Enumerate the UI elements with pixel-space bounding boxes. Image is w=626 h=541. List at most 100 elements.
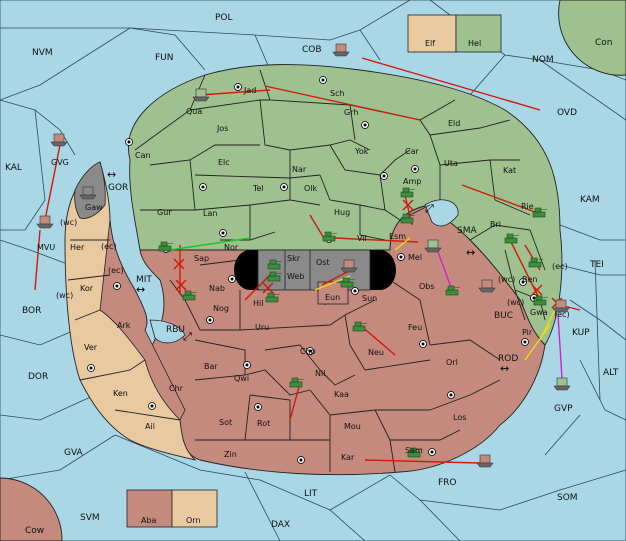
province-label: Neu — [368, 348, 384, 357]
legend-bottom: Aba Orn — [126, 489, 218, 528]
coast-label: (ec) — [108, 266, 124, 275]
province-label: Sch — [330, 89, 345, 98]
supply-center-marker — [351, 287, 359, 295]
supply-center-marker — [206, 316, 214, 324]
legend-orn-swatch — [171, 489, 218, 528]
province-label: Nor — [224, 243, 239, 252]
support-order-arrow — [524, 324, 551, 361]
army-icon — [533, 295, 549, 306]
sea-label: GVA — [64, 448, 84, 458]
province-label: Olk — [304, 184, 318, 193]
sea-label: LIT — [304, 489, 318, 499]
supply-center-marker — [219, 229, 227, 237]
failed-order-cross — [402, 199, 414, 211]
army-icon — [340, 277, 356, 288]
legend-aba-label: Aba — [141, 516, 157, 525]
move-order-arrow — [509, 239, 541, 301]
province-label: Nar — [292, 165, 307, 174]
province-label: Qua — [186, 107, 202, 116]
province-label: Eld — [448, 119, 460, 128]
supply-center-marker — [519, 278, 527, 286]
supply-center-marker — [447, 391, 455, 399]
coast-label: (ec) — [552, 262, 568, 271]
province-label: MVU — [37, 243, 55, 252]
sea-labels: POL NVM FUN COB NOM Con OVD KAL GOR KAM … — [5, 13, 619, 536]
province-label: Gur — [157, 208, 172, 217]
province-label: Ver — [84, 343, 98, 352]
sma-inlet — [424, 199, 459, 227]
supply-center-marker — [411, 165, 419, 173]
supply-center-marker — [87, 364, 95, 372]
sea-label: RBU — [166, 325, 185, 335]
fleet-icon — [79, 186, 97, 200]
army-icon — [267, 259, 283, 270]
move-order-arrow — [334, 237, 419, 243]
province-labels: Jad Qua Sch Jos Grh Eld Can Yok Car Uta … — [37, 86, 548, 462]
province-label: Yok — [354, 147, 369, 156]
province-label: Eun — [325, 293, 340, 302]
supply-center-marker — [306, 347, 314, 355]
army-icon — [532, 207, 548, 218]
army-icon — [322, 231, 338, 242]
fleet-units — [36, 43, 571, 468]
legend-elf-label: Elf — [425, 39, 435, 48]
province-label: Qwi — [234, 374, 249, 383]
supply-center-marker — [254, 403, 262, 411]
coast-label: (ec) — [101, 242, 117, 251]
province-label: Kat — [503, 166, 516, 175]
sea-label: OVD — [557, 108, 577, 118]
sea-label: ALT — [603, 368, 619, 378]
adjacency-arrows: ↔ ↔ ↔ ↔ ⤢ ⤢ — [107, 168, 509, 375]
army-icon — [400, 187, 416, 198]
supply-center-marker — [228, 275, 236, 283]
army-icon — [445, 285, 461, 296]
army-icon — [352, 321, 368, 332]
move-order-arrow — [309, 214, 326, 241]
province-label: Ken — [113, 389, 128, 398]
province-label: Lan — [203, 209, 217, 218]
army-icon — [400, 213, 416, 224]
legend-orn-label: Orn — [186, 516, 201, 525]
province-label: Car — [405, 147, 419, 156]
sea-label: COB — [302, 45, 322, 55]
double-arrow-icon: ↔ — [500, 362, 509, 375]
province-label: Nog — [213, 304, 229, 313]
sea-label: GVP — [554, 404, 573, 414]
province-label: Kor — [80, 284, 94, 293]
province-label: Amp — [403, 177, 421, 186]
legend-top: Elf Hel — [407, 14, 502, 53]
province-label: Vil — [357, 234, 367, 243]
diagonal-arrow-icon: ⤢ — [183, 330, 192, 343]
move-order-arrow — [34, 229, 41, 291]
army-icon — [528, 257, 544, 268]
move-order-arrow — [359, 324, 396, 356]
supply-center-marker — [243, 361, 251, 369]
supply-center-marker — [428, 448, 436, 456]
province-label: Bar — [204, 362, 218, 371]
sea-label: DAX — [271, 520, 290, 530]
supply-center-marker — [419, 340, 427, 348]
province-label: Pir — [522, 328, 533, 337]
province-label: Nil — [315, 369, 325, 378]
failed-order-cross — [175, 279, 187, 291]
province-label: Ost — [316, 258, 330, 267]
supply-center-marker — [380, 172, 388, 180]
supply-center-marker — [199, 183, 207, 191]
sea-label: KUP — [572, 328, 590, 338]
rbu-inlet — [149, 319, 186, 344]
move-order-arrow — [364, 459, 481, 464]
supply-center-marker — [234, 83, 242, 91]
province-label: Skr — [287, 254, 301, 263]
province-label: Hil — [253, 299, 263, 308]
province-label: Rot — [257, 419, 270, 428]
double-arrow-icon: ↔ — [466, 246, 475, 259]
coast-labels: (wc) (ec) (ec) (wc) (ec) (wc) (ec) (wc) — [56, 218, 570, 319]
sea-label: Con — [595, 38, 613, 48]
province-label: Feu — [408, 323, 422, 332]
sea-label: Cow — [25, 526, 44, 536]
army-icon — [289, 377, 305, 388]
province-label: Sun — [362, 294, 377, 303]
failed-order-cross — [173, 258, 185, 270]
province-label: Gwa — [530, 308, 548, 317]
